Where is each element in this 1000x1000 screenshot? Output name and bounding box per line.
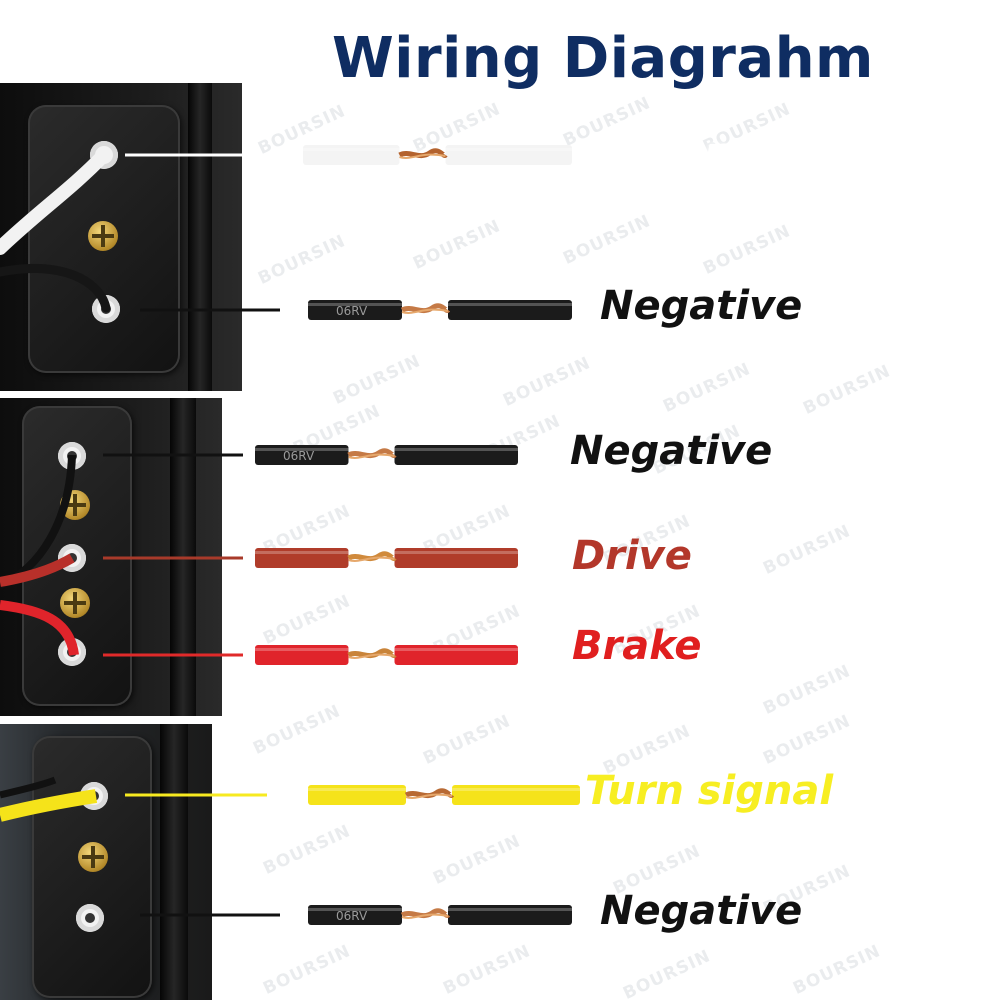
- wire-label-negative: Negative: [600, 283, 803, 329]
- wire-label-reverse: Reverse: [595, 130, 775, 176]
- wire-label-turn-signal: Turn signal: [585, 768, 834, 814]
- wire-insulation: [448, 905, 572, 925]
- wire-label-drive: Drive: [572, 533, 692, 579]
- copper-core-strand: [348, 556, 395, 562]
- mounting-rail: [188, 83, 212, 391]
- wire-insulation: [255, 548, 349, 568]
- panel-wire-white: [0, 148, 111, 255]
- wire-insulation: [255, 645, 349, 665]
- diagram-title: Wiring Diagrahm: [332, 26, 874, 91]
- terminal-hole: [76, 904, 104, 932]
- panel-wire-black: [0, 264, 111, 313]
- copper-core-strand: [401, 913, 449, 919]
- terminal-screw: [60, 588, 90, 618]
- copper-core-strand: [399, 153, 446, 159]
- panel-wire-red: [0, 553, 75, 587]
- copper-core-strand: [401, 308, 449, 314]
- wire-print-text: 06RV: [336, 304, 368, 318]
- wire-insulation: [394, 445, 518, 465]
- wire-insulation: [308, 300, 402, 320]
- copper-core-strand: [348, 653, 395, 659]
- panel-wire-yellow: [0, 789, 98, 822]
- wire-label-brake: Brake: [572, 623, 702, 669]
- terminal-screw: [78, 842, 108, 872]
- wire-insulation: [394, 548, 518, 568]
- panel-bottom: [0, 724, 212, 1000]
- wire-insulation: [255, 445, 349, 465]
- wire-print-text: 06RV: [336, 909, 368, 923]
- wire-label-negative: Negative: [570, 428, 773, 474]
- mounting-rail: [160, 724, 188, 1000]
- panel-wire-red: [0, 600, 79, 656]
- wire-label-negative: Negative: [600, 888, 803, 934]
- wire-insulation: [394, 645, 518, 665]
- copper-core-strand: [405, 793, 453, 799]
- wire-print-text: 06RV: [283, 449, 315, 463]
- wire-insulation: [448, 300, 572, 320]
- panel-wire-black: [0, 776, 57, 799]
- wire-insulation: [445, 145, 572, 165]
- copper-core-strand: [348, 453, 395, 459]
- wire-insulation: [303, 145, 400, 165]
- wire-insulation: [452, 785, 580, 805]
- wire-insulation: [308, 785, 406, 805]
- wire-insulation: [308, 905, 402, 925]
- terminal-screw: [88, 221, 118, 251]
